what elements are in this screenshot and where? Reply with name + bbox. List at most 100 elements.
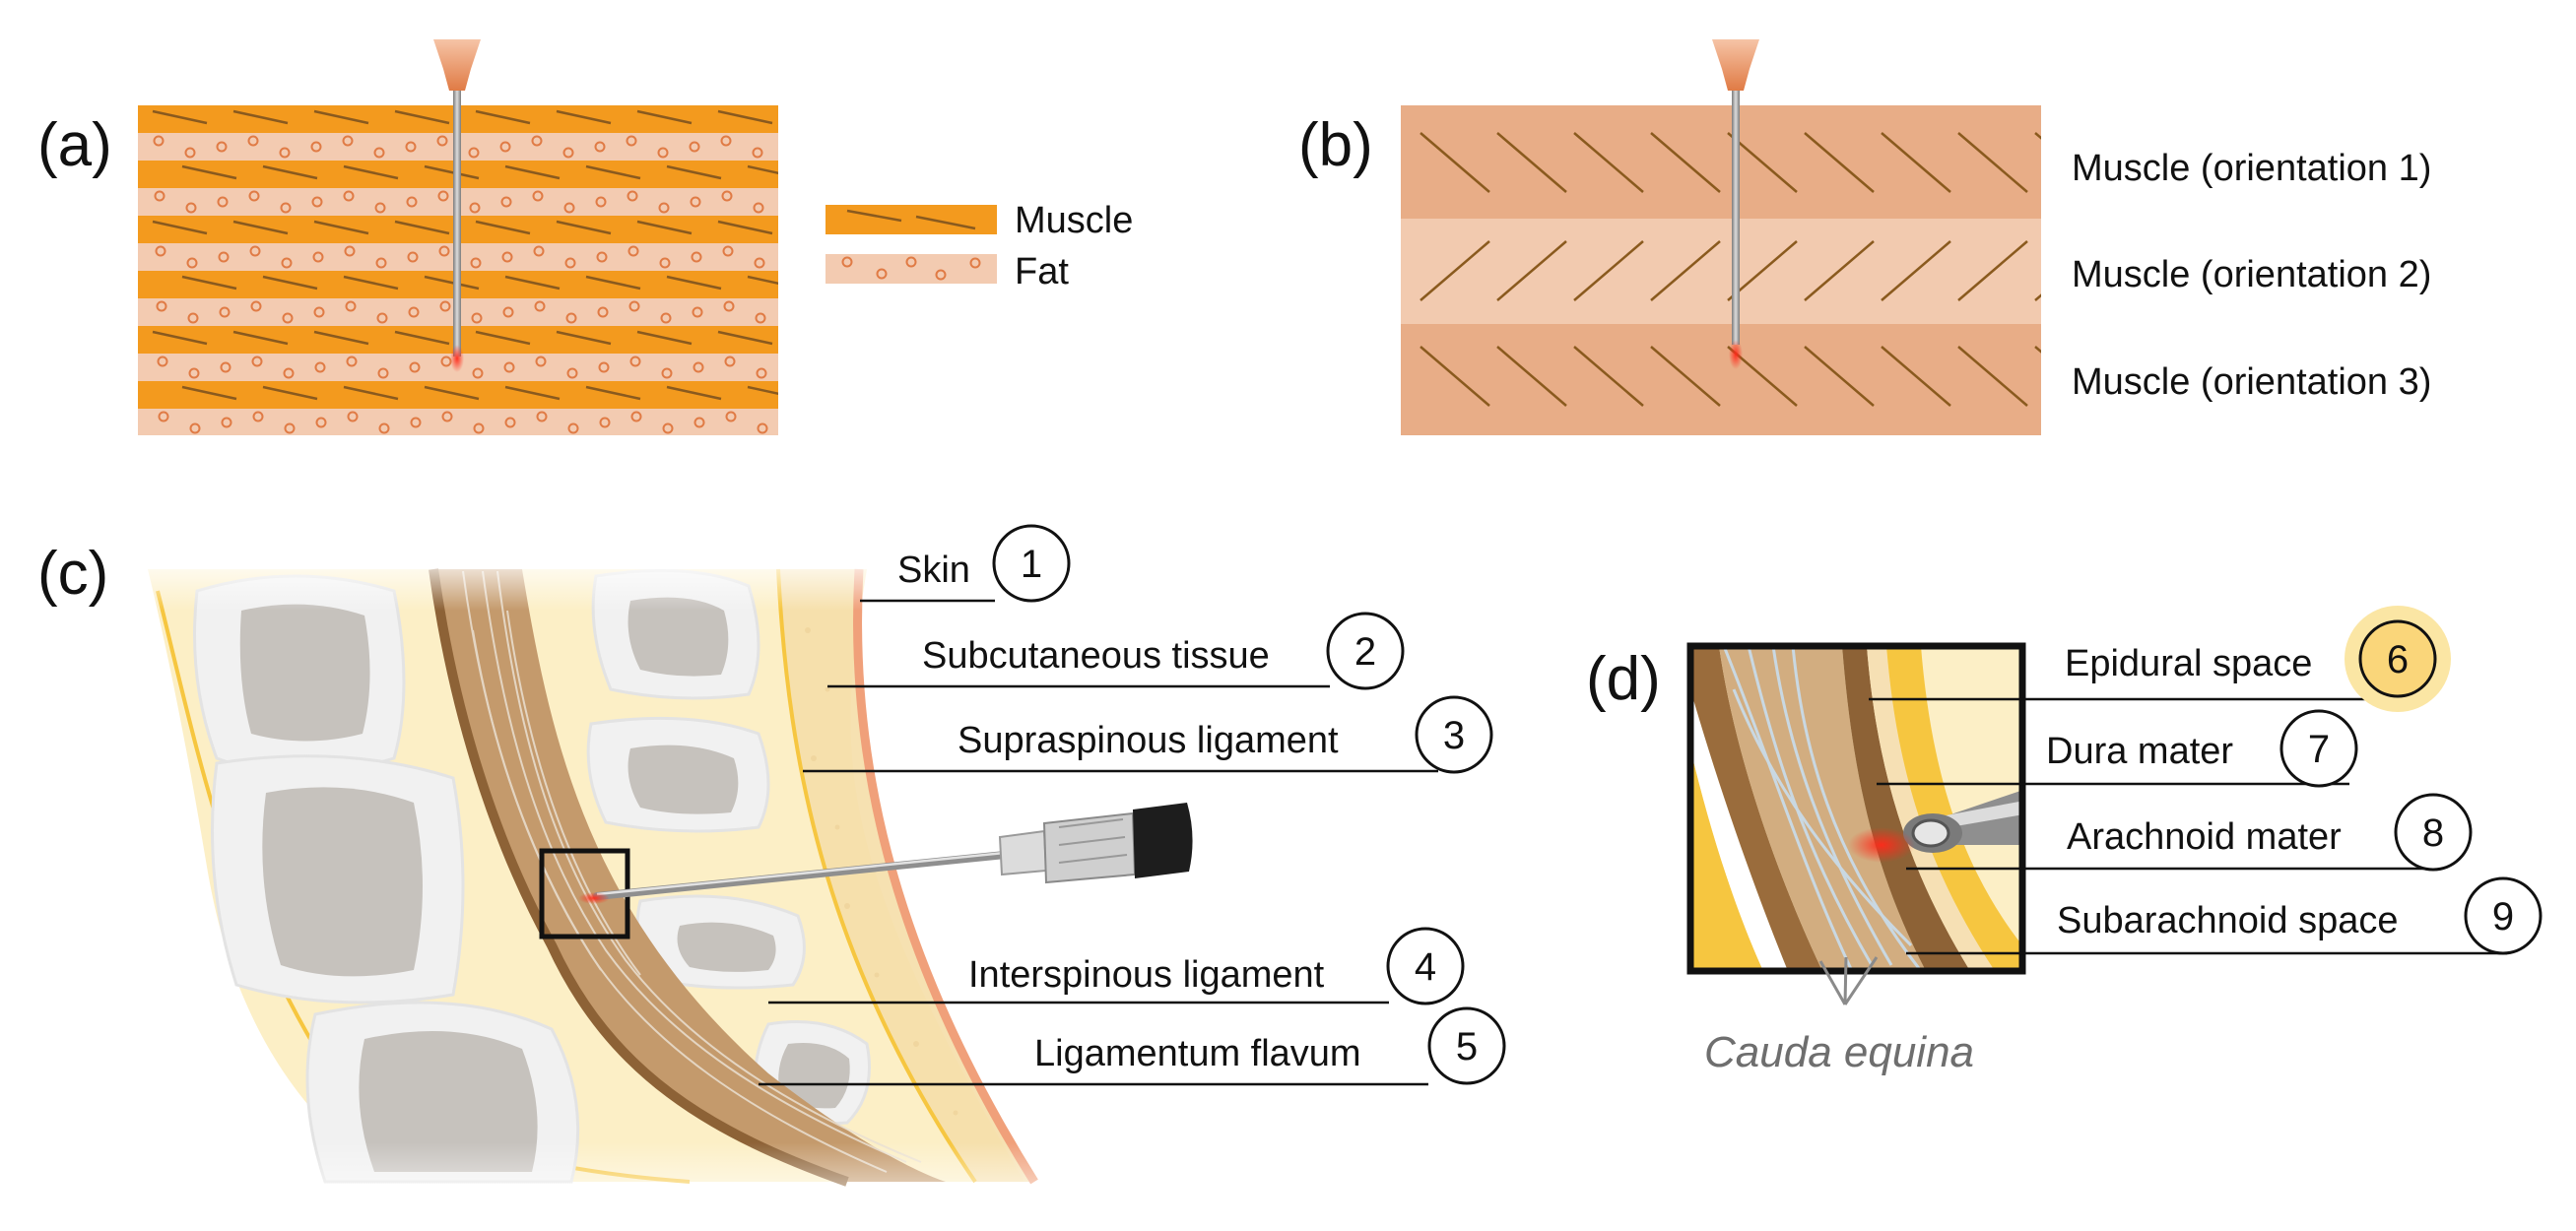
fat-cell [531,135,543,147]
muscle-fiber [394,220,450,235]
fat-cell [691,251,702,263]
needle-a [433,39,481,372]
muscle-fiber [556,220,612,235]
fat-cell [753,202,764,214]
muscle-fiber [585,275,641,291]
svg-text:7: 7 [2308,728,2330,771]
muscle-fiber [181,385,237,401]
fat-cell [436,135,448,147]
muscle-layer-1 [1401,105,2041,219]
number-badge-4 [1386,927,1465,1005]
fiber-orientation-2 [1881,240,1951,301]
fat-stripe [138,409,778,435]
panel-d-frame [1686,642,2026,975]
muscle-fiber [747,385,778,396]
muscle-fiber [343,164,399,180]
number-badge-3 [1415,695,1493,774]
fat-cell [374,202,386,214]
fat-cell [409,361,421,373]
fat-cell [405,141,417,153]
label-epidural-space: Epidural space [2065,643,2312,684]
fat-cell [283,367,295,379]
fat-cell [343,190,355,202]
muscle-fiber [585,385,641,401]
muscle-fiber [262,385,318,401]
muscle-fiber [394,109,450,125]
fat-cell [660,312,672,324]
muscle-fiber [262,275,318,291]
muscle-fiber [666,164,722,180]
panel-d: (d) [1586,606,2543,1076]
muscle-fiber [636,109,693,125]
fat-cell [657,147,669,159]
label-interspinous-ligament: Interspinous ligament [968,954,1325,996]
number-badge-9 [2464,876,2543,955]
fat-cell [220,361,231,373]
fat-cell [504,417,516,428]
fat-cell [217,196,229,208]
number-badge-7 [2279,709,2358,788]
muscle-fiber [717,220,773,235]
fat-cell [690,196,701,208]
fat-cell [499,141,511,153]
number-badge-5 [1427,1006,1506,1085]
fat-cell [284,422,296,434]
fat-cell [218,251,230,263]
fat-cell [630,411,642,422]
muscle-fiber [585,164,641,180]
fiber-orientation-1 [1496,132,1567,193]
fat-cell [346,356,358,367]
fat-cell [469,202,481,214]
spinous-processes [586,568,871,1126]
fat-cell [722,245,734,257]
needle-b [1712,39,1759,369]
needle-tip-glow [1848,827,1915,863]
ligament-fibers [462,570,922,1173]
panel-a-tissue [138,105,778,435]
panel-a-letter: (a) [37,111,112,179]
fiber-orientation-3 [1573,346,1644,407]
svg-text:6: 6 [2387,638,2409,681]
fat-cell [315,417,327,428]
fat-cell [534,300,546,312]
label-ligamentum-flavum: Ligamentum flavum [1034,1033,1361,1074]
fat-cell [567,422,579,434]
muscle-fiber [636,330,693,346]
fat-cell [566,367,578,379]
muscle-fiber [636,220,693,235]
panel-d-labels: Epidural space 6 Dura mater 7 Arachnoid … [2046,606,2543,955]
dura-mater-band [1842,646,1970,971]
fiber-orientation-3 [1650,346,1721,407]
fat-cell [597,306,609,318]
muscle-fiber [475,220,531,235]
fat-cell [154,190,165,202]
panel-c-letter: (c) [37,540,108,608]
muscle-layer-3 [1401,324,2041,435]
fat-cell [535,356,547,367]
label-subarachnoid-space: Subarachnoid space [2057,900,2398,941]
fiber-orientation-3 [1804,346,1875,407]
fat-cell [503,361,515,373]
fat-cell [157,356,168,367]
fat-cell [347,411,359,422]
muscle-fiber [343,385,399,401]
fat-cell [501,251,513,263]
muscle-fiber [666,385,722,401]
fat-cell [500,196,512,208]
fat-cell [627,245,639,257]
fat-cell [594,141,606,153]
svg-text:2: 2 [1354,630,1376,674]
muscle-fiber [504,275,561,291]
layer-label-3: Muscle (orientation 3) [2072,361,2431,403]
fat-cell [188,367,200,379]
fat-cell [471,312,483,324]
number-badge-2 [1326,612,1405,690]
fiber-orientation-1 [1420,132,1490,193]
muscle-fiber [424,385,480,401]
fat-cell [689,141,700,153]
svg-text:8: 8 [2422,811,2444,855]
fat-cell [472,367,484,379]
fat-cell [598,361,610,373]
muscle-fiber [717,109,773,125]
